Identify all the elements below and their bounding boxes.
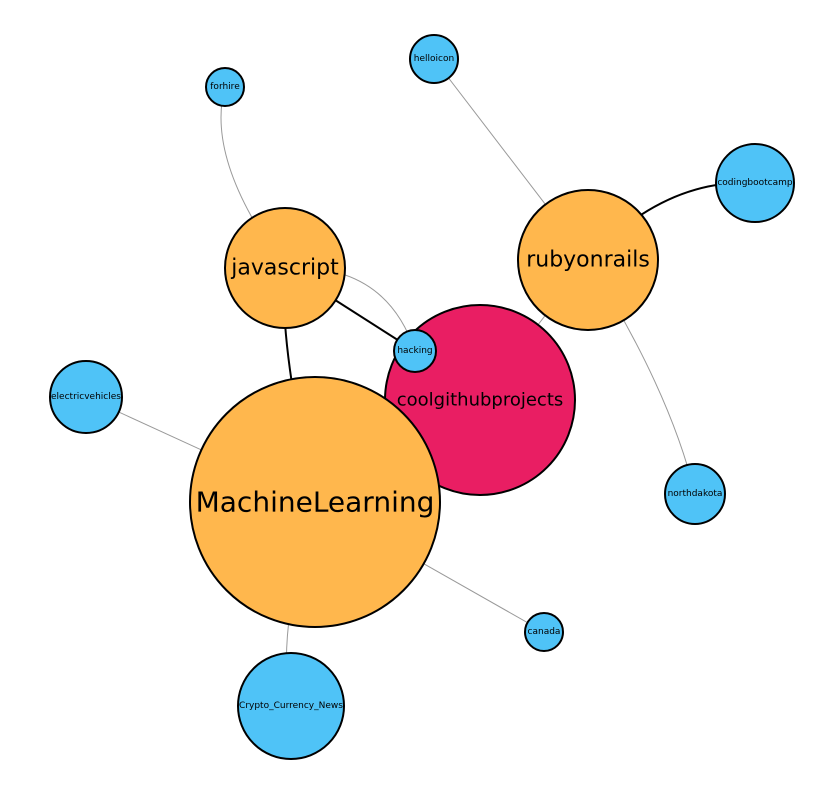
node-hacking[interactable]: hacking bbox=[393, 329, 437, 373]
node-label-hacking: hacking bbox=[397, 346, 432, 356]
node-circle-codingbootcamp[interactable] bbox=[715, 143, 795, 223]
node-label-rubyonrails: rubyonrails bbox=[526, 248, 650, 273]
node-codingbootcamp[interactable]: codingbootcamp bbox=[715, 143, 795, 223]
node-circle-Crypto_Currency_News[interactable] bbox=[237, 652, 345, 760]
node-label-electricvehicles: electricvehicles bbox=[51, 392, 121, 402]
node-label-javascript: javascript bbox=[230, 256, 339, 281]
node-circle-rubyonrails[interactable] bbox=[517, 189, 659, 331]
node-Crypto_Currency_News[interactable]: Crypto_Currency_News bbox=[237, 652, 345, 760]
node-northdakota[interactable]: northdakota bbox=[664, 463, 726, 525]
node-circle-northdakota[interactable] bbox=[664, 463, 726, 525]
node-label-canada: canada bbox=[528, 627, 561, 637]
node-forhire[interactable]: forhire bbox=[205, 67, 245, 107]
node-MachineLearning[interactable]: MachineLearning bbox=[189, 376, 441, 628]
node-rubyonrails[interactable]: rubyonrails bbox=[517, 189, 659, 331]
node-circle-MachineLearning[interactable] bbox=[189, 376, 441, 628]
node-circle-hacking[interactable] bbox=[393, 329, 437, 373]
node-circle-javascript[interactable] bbox=[224, 207, 346, 329]
node-label-northdakota: northdakota bbox=[668, 489, 723, 499]
node-label-coolgithubprojects: coolgithubprojects bbox=[397, 390, 564, 411]
node-circle-electricvehicles[interactable] bbox=[49, 360, 123, 434]
node-circle-helloicon[interactable] bbox=[409, 34, 459, 84]
node-label-MachineLearning: MachineLearning bbox=[196, 486, 435, 519]
node-label-forhire: forhire bbox=[210, 82, 240, 92]
node-circle-canada[interactable] bbox=[524, 612, 564, 652]
node-layer: forhire helloicon codingbootcamp electricve… bbox=[49, 34, 795, 760]
node-electricvehicles[interactable]: electricvehicles bbox=[49, 360, 123, 434]
node-label-codingbootcamp: codingbootcamp bbox=[717, 178, 793, 188]
node-label-helloicon: helloicon bbox=[414, 54, 454, 64]
node-canada[interactable]: canada bbox=[524, 612, 564, 652]
node-helloicon[interactable]: helloicon bbox=[409, 34, 459, 84]
node-javascript[interactable]: javascript bbox=[224, 207, 346, 329]
node-circle-forhire[interactable] bbox=[205, 67, 245, 107]
node-label-Crypto_Currency_News: Crypto_Currency_News bbox=[239, 701, 343, 711]
